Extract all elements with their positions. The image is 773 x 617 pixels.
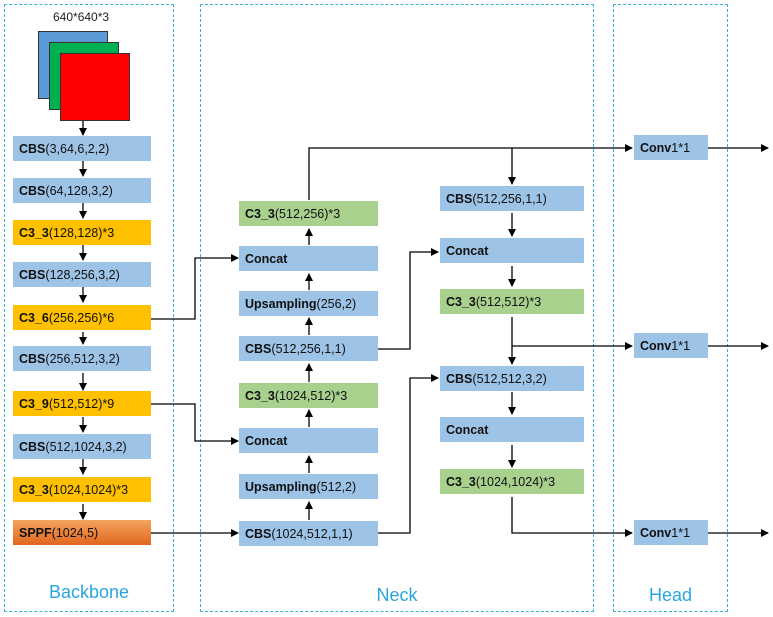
block-name: C3_3 bbox=[446, 294, 476, 309]
block-name: CBS bbox=[245, 341, 272, 356]
neck-right-cbs-512-256: CBS(512,256,1,1) bbox=[440, 186, 584, 211]
block-name: Concat bbox=[245, 251, 288, 266]
block-name: CBS bbox=[446, 191, 473, 206]
block-params: (1024,512,1,1) bbox=[271, 526, 353, 541]
block-params: (512,512)*9 bbox=[48, 396, 115, 411]
block-name: C3_6 bbox=[19, 310, 49, 325]
block-params: (1024,1024)*3 bbox=[475, 474, 556, 489]
block-name: C3_9 bbox=[19, 396, 49, 411]
block-name: CBS bbox=[19, 267, 46, 282]
block-name: Conv bbox=[640, 140, 672, 155]
block-name: Conv bbox=[640, 338, 672, 353]
block-params: (512,512,3,2) bbox=[472, 371, 547, 386]
neck-right-concat-1: Concat bbox=[440, 238, 584, 263]
block-params: 1*1 bbox=[671, 140, 691, 155]
block-params: (256,2) bbox=[316, 296, 357, 311]
block-name: CBS bbox=[19, 351, 46, 366]
block-params: (256,512,3,2) bbox=[45, 351, 120, 366]
block-params: (1024,1024)*3 bbox=[48, 482, 129, 497]
neck-c3-3-512-256: C3_3 (512,256)*3 bbox=[239, 201, 378, 226]
input-size-label: 640*640*3 bbox=[53, 10, 110, 24]
block-name: C3_3 bbox=[19, 482, 49, 497]
block-params: 1*1 bbox=[671, 338, 691, 353]
block-name: C3_3 bbox=[245, 388, 275, 403]
neck-c3-3-1024-512: C3_3 (1024,512)*3 bbox=[239, 383, 378, 408]
block-params: (512,256,1,1) bbox=[271, 341, 346, 356]
head-panel bbox=[613, 4, 728, 612]
block-name: C3_3 bbox=[19, 225, 49, 240]
block-name: CBS bbox=[19, 439, 46, 454]
block-params: (512,2) bbox=[316, 479, 357, 494]
neck-panel bbox=[200, 4, 594, 612]
neck-label: Neck bbox=[376, 585, 418, 605]
backbone-c3-3: C3_3 (128,128)*3 bbox=[13, 220, 151, 245]
block-params: (1024,512)*3 bbox=[274, 388, 348, 403]
block-params: (512,512)*3 bbox=[475, 294, 542, 309]
block-name: CBS bbox=[19, 141, 46, 156]
neck-cbs-1024-512: CBS(1024,512,1,1) bbox=[239, 521, 378, 546]
block-params: 1*1 bbox=[671, 525, 691, 540]
neck-right-c3-3-512-512: C3_3 (512,512)*3 bbox=[440, 289, 584, 314]
block-name: Concat bbox=[446, 243, 489, 258]
backbone-cbs-1: CBS(3,64,6,2,2) bbox=[13, 136, 151, 161]
head-label: Head bbox=[648, 585, 693, 605]
head-conv-2: Conv 1*1 bbox=[634, 333, 708, 358]
backbone-label: Backbone bbox=[48, 582, 130, 602]
backbone-cbs-3: CBS(128,256,3,2) bbox=[13, 262, 151, 287]
backbone-cbs-4: CBS(256,512,3,2) bbox=[13, 346, 151, 371]
block-name: SPPF bbox=[19, 525, 52, 540]
block-params: (3,64,6,2,2) bbox=[45, 141, 110, 156]
neck-right-c3-3-1024-1024: C3_3 (1024,1024)*3 bbox=[440, 469, 584, 494]
block-name: Conv bbox=[640, 525, 672, 540]
head-conv-3: Conv 1*1 bbox=[634, 520, 708, 545]
block-params: (256,256)*6 bbox=[48, 310, 115, 325]
backbone-sppf: SPPF(1024,5) bbox=[13, 520, 151, 545]
backbone-c3-9: C3_9 (512,512)*9 bbox=[13, 391, 151, 416]
block-name: CBS bbox=[19, 183, 46, 198]
neck-upsampling-512: Upsampling(512,2) bbox=[239, 474, 378, 499]
block-params: (128,256,3,2) bbox=[45, 267, 120, 282]
backbone-panel bbox=[4, 4, 174, 612]
neck-right-concat-2: Concat bbox=[440, 417, 584, 442]
block-params: (512,256,1,1) bbox=[472, 191, 547, 206]
block-params: (64,128,3,2) bbox=[45, 183, 113, 198]
neck-upsampling-256: Upsampling(256,2) bbox=[239, 291, 378, 316]
block-params: (1024,5) bbox=[51, 525, 99, 540]
block-name: Concat bbox=[245, 433, 288, 448]
block-name: Concat bbox=[446, 422, 489, 437]
neck-concat-1: Concat bbox=[239, 246, 378, 271]
neck-concat-2: Concat bbox=[239, 428, 378, 453]
backbone-c3-6: C3_6 (256,256)*6 bbox=[13, 305, 151, 330]
block-name: Upsampling bbox=[245, 296, 317, 311]
input-channel-red bbox=[60, 53, 130, 121]
neck-right-cbs-512-512: CBS(512,512,3,2) bbox=[440, 366, 584, 391]
neck-cbs-512-256: CBS(512,256,1,1) bbox=[239, 336, 378, 361]
block-name: C3_3 bbox=[446, 474, 476, 489]
block-name: Upsampling bbox=[245, 479, 317, 494]
block-params: (512,1024,3,2) bbox=[45, 439, 127, 454]
block-params: (128,128)*3 bbox=[48, 225, 115, 240]
backbone-cbs-2: CBS(64,128,3,2) bbox=[13, 178, 151, 203]
backbone-cbs-5: CBS(512,1024,3,2) bbox=[13, 434, 151, 459]
head-conv-1: Conv 1*1 bbox=[634, 135, 708, 160]
block-name: C3_3 bbox=[245, 206, 275, 221]
block-params: (512,256)*3 bbox=[274, 206, 341, 221]
backbone-c3-3b: C3_3(1024,1024)*3 bbox=[13, 477, 151, 502]
block-name: CBS bbox=[245, 526, 272, 541]
block-name: CBS bbox=[446, 371, 473, 386]
